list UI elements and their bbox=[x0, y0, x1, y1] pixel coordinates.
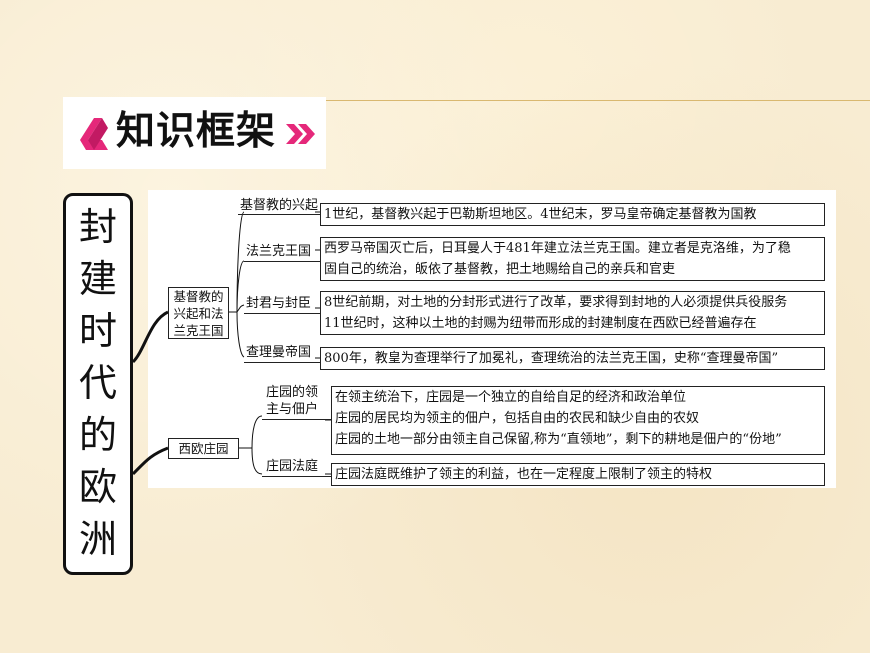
main-title-char: 欧 bbox=[78, 465, 117, 509]
topic-underline bbox=[244, 313, 320, 314]
topic-label-lords-vassals: 封君与封臣 bbox=[246, 296, 312, 311]
fact-box: 西罗马帝国灭亡后，日耳曼人于481年建立法兰克王国。建立者是克洛维，为了稳 固自… bbox=[320, 237, 825, 281]
main-title-char: 的 bbox=[78, 413, 117, 457]
fact-line: 西罗马帝国灭亡后，日耳曼人于481年建立法兰克王国。建立者是克洛维，为了稳 bbox=[324, 241, 791, 256]
fact-line: 800年，教皇为查理举行了加冕礼，查理统治的法兰克王国，史称“查理曼帝国” bbox=[324, 351, 779, 366]
branch-node-line: 基督教的 bbox=[173, 289, 224, 304]
fact-line: 11世纪时，这种以土地的封赐为纽带而形成的封建制度在西欧已经普遍存在 bbox=[324, 316, 757, 331]
header-left-arrow-icon bbox=[80, 118, 108, 150]
header-divider-line bbox=[326, 100, 870, 101]
topic-underline bbox=[244, 261, 320, 262]
fact-line: 在领主统治下，庄园是一个独立的自给自足的经济和政治单位 bbox=[335, 390, 687, 405]
fact-line: 庄园的土地一部分由领主自己保留,称为“直领地”，剩下的耕地是佃户的“份地” bbox=[335, 432, 782, 447]
fact-line: 固自己的统治，皈依了基督教，把土地赐给自己的亲兵和官吏 bbox=[324, 262, 676, 277]
topic-label-carolingian-empire: 查理曼帝国 bbox=[246, 345, 312, 360]
branch-node-christianity-frankish: 基督教的 兴起和法 兰克王国 bbox=[168, 287, 229, 339]
fact-line: 8世纪前期，对土地的分封形式进行了改革，要求得到封地的人必须提供兵役服务 bbox=[324, 295, 788, 310]
fact-box: 8世纪前期，对土地的分封形式进行了改革，要求得到封地的人必须提供兵役服务 11世… bbox=[320, 291, 825, 335]
topic-underline bbox=[244, 362, 320, 363]
topic-label-manor-lords-tenants: 庄园的领 主与佃户 bbox=[266, 384, 318, 418]
fact-box: 800年，教皇为查理举行了加冕礼，查理统治的法兰克王国，史称“查理曼帝国” bbox=[320, 347, 825, 370]
header-right-arrows-icon bbox=[286, 124, 315, 144]
topic-label-rise-of-christianity: 基督教的兴起 bbox=[240, 198, 319, 213]
main-title-char: 洲 bbox=[78, 517, 117, 561]
main-title-box: 封 建 时 代 的 欧 洲 bbox=[63, 193, 133, 575]
topic-label-manor-court: 庄园法庭 bbox=[266, 459, 319, 474]
fact-box: 1世纪，基督教兴起于巴勒斯坦地区。4世纪末，罗马皇帝确定基督教为国教 bbox=[320, 203, 825, 226]
main-title-char: 封 bbox=[78, 205, 117, 249]
fact-box: 庄园法庭既维护了领主的利益，也在一定程度上限制了领主的特权 bbox=[331, 463, 825, 486]
main-title-char: 时 bbox=[78, 309, 117, 353]
topic-label-frankish-kingdom: 法兰克王国 bbox=[246, 244, 312, 259]
fact-box: 在领主统治下，庄园是一个独立的自给自足的经济和政治单位 庄园的居民均为领主的佃户… bbox=[331, 386, 825, 455]
branch-node-manor: 西欧庄园 bbox=[168, 438, 239, 459]
section-header bbox=[63, 97, 326, 169]
header-title: 知识框架 bbox=[116, 109, 277, 154]
fact-line: 庄园的居民均为领主的佃户，包括自由的农民和缺少自由的农奴 bbox=[335, 411, 700, 426]
fact-line: 庄园法庭既维护了领主的利益，也在一定程度上限制了领主的特权 bbox=[335, 467, 713, 482]
main-title-char: 代 bbox=[78, 361, 117, 405]
topic-underline bbox=[262, 476, 331, 477]
fact-line: 1世纪，基督教兴起于巴勒斯坦地区。4世纪末，罗马皇帝确定基督教为国教 bbox=[324, 207, 757, 222]
topic-label-line: 主与佃户 bbox=[266, 402, 319, 417]
topic-underline bbox=[238, 214, 320, 215]
topic-label-line: 庄园的领 bbox=[266, 385, 319, 400]
branch-node-line: 兰克王国 bbox=[173, 323, 224, 338]
main-title-char: 建 bbox=[78, 257, 117, 301]
branch-node-line: 西欧庄园 bbox=[178, 441, 229, 456]
topic-underline bbox=[262, 419, 331, 420]
branch-node-line: 兴起和法 bbox=[173, 306, 224, 321]
